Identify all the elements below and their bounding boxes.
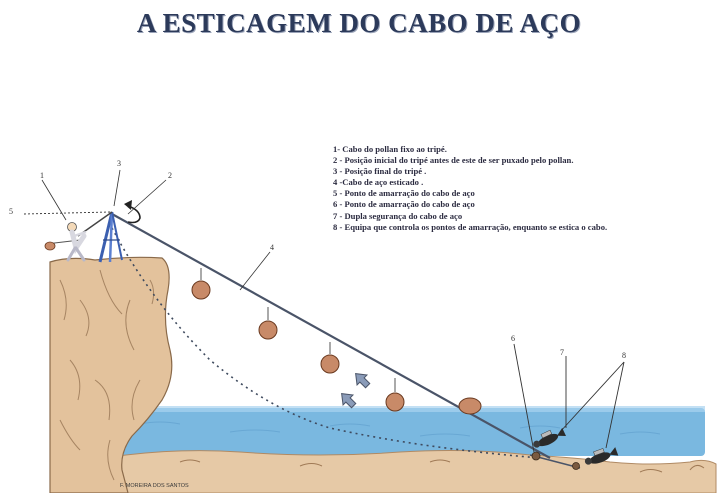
sea-bed — [117, 450, 717, 493]
artist-credit: F. MOREIRA DOS SANTOS — [120, 483, 189, 489]
legend-item-8: 8 - Equipa que controla os pontos de ama… — [333, 221, 608, 232]
callout-3: 3 — [117, 159, 121, 168]
buoy-3 — [320, 342, 340, 374]
buoy-2 — [258, 307, 278, 340]
upward-arrow-1 — [355, 373, 371, 389]
callout-5: 5 — [9, 207, 13, 216]
leader-5-dotted — [23, 211, 111, 215]
legend-item-3: 3 - Posição final do tripé . — [333, 166, 427, 177]
diver-2 — [584, 447, 619, 465]
legend-item-6: 6 - Ponto de amarração do cabo de aço — [333, 199, 475, 210]
legend-item-1: 1- Cabo do pollan fixo ao tripé. — [333, 144, 447, 154]
buoy-5 — [458, 397, 482, 415]
leader-8a — [559, 361, 625, 433]
water — [120, 408, 705, 456]
callout-6: 6 — [511, 334, 515, 343]
rotation-arrowhead — [124, 200, 132, 210]
anchor-point-6 — [531, 451, 541, 461]
legend-item-4: 4 -Cabo de aço esticado . — [333, 177, 424, 188]
leader-3 — [113, 169, 121, 207]
legend-item-5: 5 - Ponto de amarração do cabo de aço — [333, 188, 475, 199]
leader-1 — [41, 179, 67, 221]
tripod — [98, 211, 123, 263]
diver-1 — [533, 427, 567, 448]
callout-1: 1 — [40, 171, 44, 180]
leader-8b — [605, 361, 625, 449]
cliff-cracks — [59, 269, 155, 481]
slack-cable-dotted — [111, 227, 541, 459]
legend-item-2: 2 - Posição inicial do tripé antes de es… — [333, 155, 574, 166]
callout-2: 2 — [168, 171, 172, 180]
legend-list: 1- Cabo do pollan fixo ao tripé. 2 - Pos… — [333, 144, 718, 233]
buoy-4 — [385, 378, 405, 412]
leader-6 — [513, 343, 535, 453]
water-ripples — [139, 421, 661, 437]
buoy-1 — [191, 268, 211, 300]
callout-4: 4 — [270, 243, 274, 252]
leader-2 — [127, 179, 167, 215]
water-surface — [120, 406, 705, 412]
winch-drum — [44, 241, 56, 251]
man-pulling-rope — [66, 222, 87, 262]
callout-7: 7 — [560, 348, 564, 357]
upward-arrow-2 — [341, 393, 357, 409]
diagram-title: A ESTICAGEM DO CABO DE AÇO — [136, 8, 582, 38]
callout-8: 8 — [622, 351, 626, 360]
cliff — [49, 256, 173, 493]
tensioned-steel-cable — [111, 213, 551, 459]
leader-4 — [239, 251, 271, 291]
anchor-point-7 — [572, 462, 580, 470]
sea-bed-rocks — [179, 459, 705, 473]
legend-item-7: 7 - Dupla segurança do cabo de aço — [333, 210, 463, 221]
